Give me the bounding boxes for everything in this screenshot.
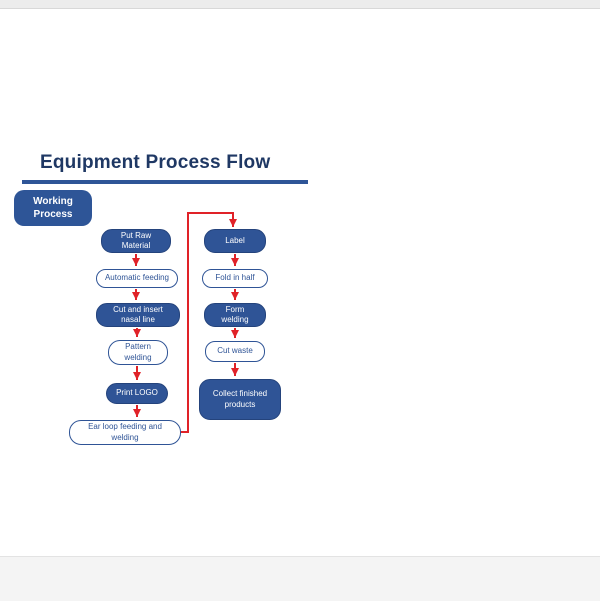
flow-node-pattern-welding: Pattern welding — [108, 340, 168, 365]
flow-node-put-raw-material: Put Raw Material — [101, 229, 171, 253]
title-underline-rule — [22, 180, 308, 184]
flow-node-automatic-feeding: Automatic feeding — [96, 269, 178, 288]
flow-node-form-welding: Form welding — [204, 303, 266, 327]
flow-node-label: Label — [204, 229, 266, 253]
flow-node-collect-finished-products: Collect finished products — [199, 379, 281, 420]
flow-node-print-logo: Print LOGO — [106, 383, 168, 404]
flow-node-cut-waste: Cut waste — [205, 341, 265, 362]
flow-node-cut-and-insert-nasal-line: Cut and insert nasal line — [96, 303, 180, 327]
page-title: Equipment Process Flow — [40, 152, 271, 173]
flow-node-ear-loop-feeding-and-welding: Ear loop feeding and welding — [69, 420, 181, 445]
viewer-top-strip — [0, 0, 600, 9]
working-process-badge: Working Process — [14, 190, 92, 226]
viewer-bottom-strip — [0, 556, 600, 601]
flow-node-fold-in-half: Fold in half — [202, 269, 268, 288]
